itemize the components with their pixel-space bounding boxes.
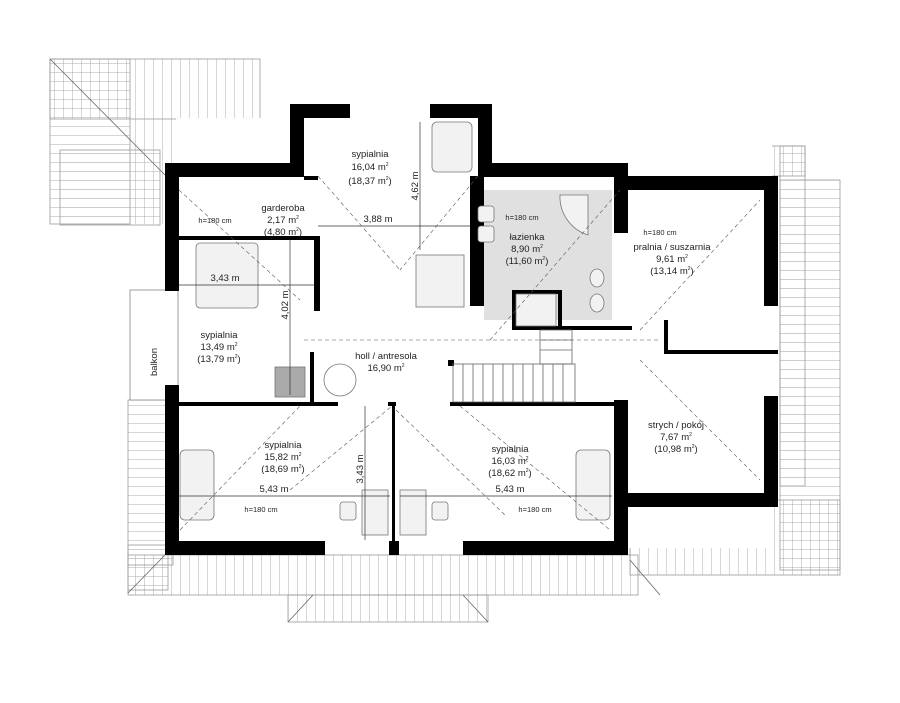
- room-name-sypialnia-left: sypialnia: [201, 330, 239, 341]
- svg-text:4,02 m: 4,02 m: [280, 290, 291, 319]
- svg-text:(11,60 m2): (11,60 m2): [506, 256, 549, 267]
- dimension-lines: [179, 122, 612, 540]
- desk-right: [399, 489, 427, 536]
- bathtub-right: [575, 449, 611, 521]
- bathtub-top: [431, 121, 473, 173]
- sink: [477, 205, 495, 223]
- room-labels: sypialnia 16,04 m2 (18,37 m2) 3,88 m 4,6…: [149, 149, 711, 514]
- bathtub-left: [179, 449, 215, 521]
- room-name-pralnia: pralnia / suszarnia: [633, 242, 711, 253]
- svg-text:16,04 m2: 16,04 m2: [351, 162, 388, 173]
- balcony-label: balkon: [149, 348, 160, 376]
- svg-text:(13,14 m2): (13,14 m2): [650, 266, 693, 277]
- svg-text:(10,98 m2): (10,98 m2): [654, 444, 697, 455]
- svg-text:h=180 cm: h=180 cm: [518, 505, 551, 514]
- svg-text:7,67 m2: 7,67 m2: [660, 432, 692, 443]
- svg-text:13,49 m2: 13,49 m2: [200, 342, 237, 353]
- svg-text:5,43 m: 5,43 m: [495, 484, 524, 495]
- svg-text:8,90 m2: 8,90 m2: [511, 244, 543, 255]
- svg-text:(13,79 m2): (13,79 m2): [197, 354, 240, 365]
- room-name-sypialnia-bl: sypialnia: [265, 440, 303, 451]
- svg-text:3,43 m: 3,43 m: [355, 454, 366, 483]
- dimension-width: 3,88 m: [363, 214, 392, 225]
- staircase: [452, 329, 576, 403]
- svg-text:(4,80 m2): (4,80 m2): [264, 227, 302, 238]
- svg-text:9,61 m2: 9,61 m2: [656, 254, 688, 265]
- corner-bath: [559, 194, 589, 236]
- furniture: [179, 121, 611, 536]
- svg-text:(18,69 m2): (18,69 m2): [261, 464, 304, 475]
- svg-text:15,82 m2: 15,82 m2: [264, 452, 301, 463]
- bidet: [589, 293, 605, 313]
- svg-text:16,90 m2: 16,90 m2: [367, 363, 404, 374]
- room-name-strych: strych / pokój: [648, 420, 704, 431]
- svg-text:16,03 m2: 16,03 m2: [491, 456, 528, 467]
- slope-lines: [178, 175, 761, 531]
- room-name-sypialnia-top: sypialnia: [352, 149, 390, 160]
- toilet: [589, 268, 605, 288]
- double-bed: [195, 242, 259, 309]
- svg-text:h=180 cm: h=180 cm: [198, 216, 231, 225]
- room-name-holl: holl / antresola: [355, 351, 418, 362]
- svg-text:3,43 m: 3,43 m: [210, 273, 239, 284]
- room-name-lazienka: łazienka: [510, 232, 546, 243]
- svg-text:2,17 m2: 2,17 m2: [267, 215, 299, 226]
- sink: [477, 225, 495, 243]
- walls: [165, 104, 778, 555]
- svg-text:5,43 m: 5,43 m: [259, 484, 288, 495]
- wardrobe: [415, 254, 465, 308]
- roof-hatching: [49, 58, 841, 623]
- svg-text:(18,62 m2): (18,62 m2): [488, 468, 531, 479]
- svg-text:h=180 cm: h=180 cm: [244, 505, 277, 514]
- svg-text:h=180 cm: h=180 cm: [643, 228, 676, 237]
- svg-text:(18,37 m2): (18,37 m2): [348, 176, 391, 187]
- room-name-sypialnia-br: sypialnia: [492, 444, 530, 455]
- shower: [515, 293, 557, 327]
- svg-text:4,62 m: 4,62 m: [410, 171, 421, 200]
- svg-text:h=180 cm: h=180 cm: [505, 213, 538, 222]
- room-name-garderoba: garderoba: [261, 203, 305, 214]
- desk-left: [361, 489, 389, 536]
